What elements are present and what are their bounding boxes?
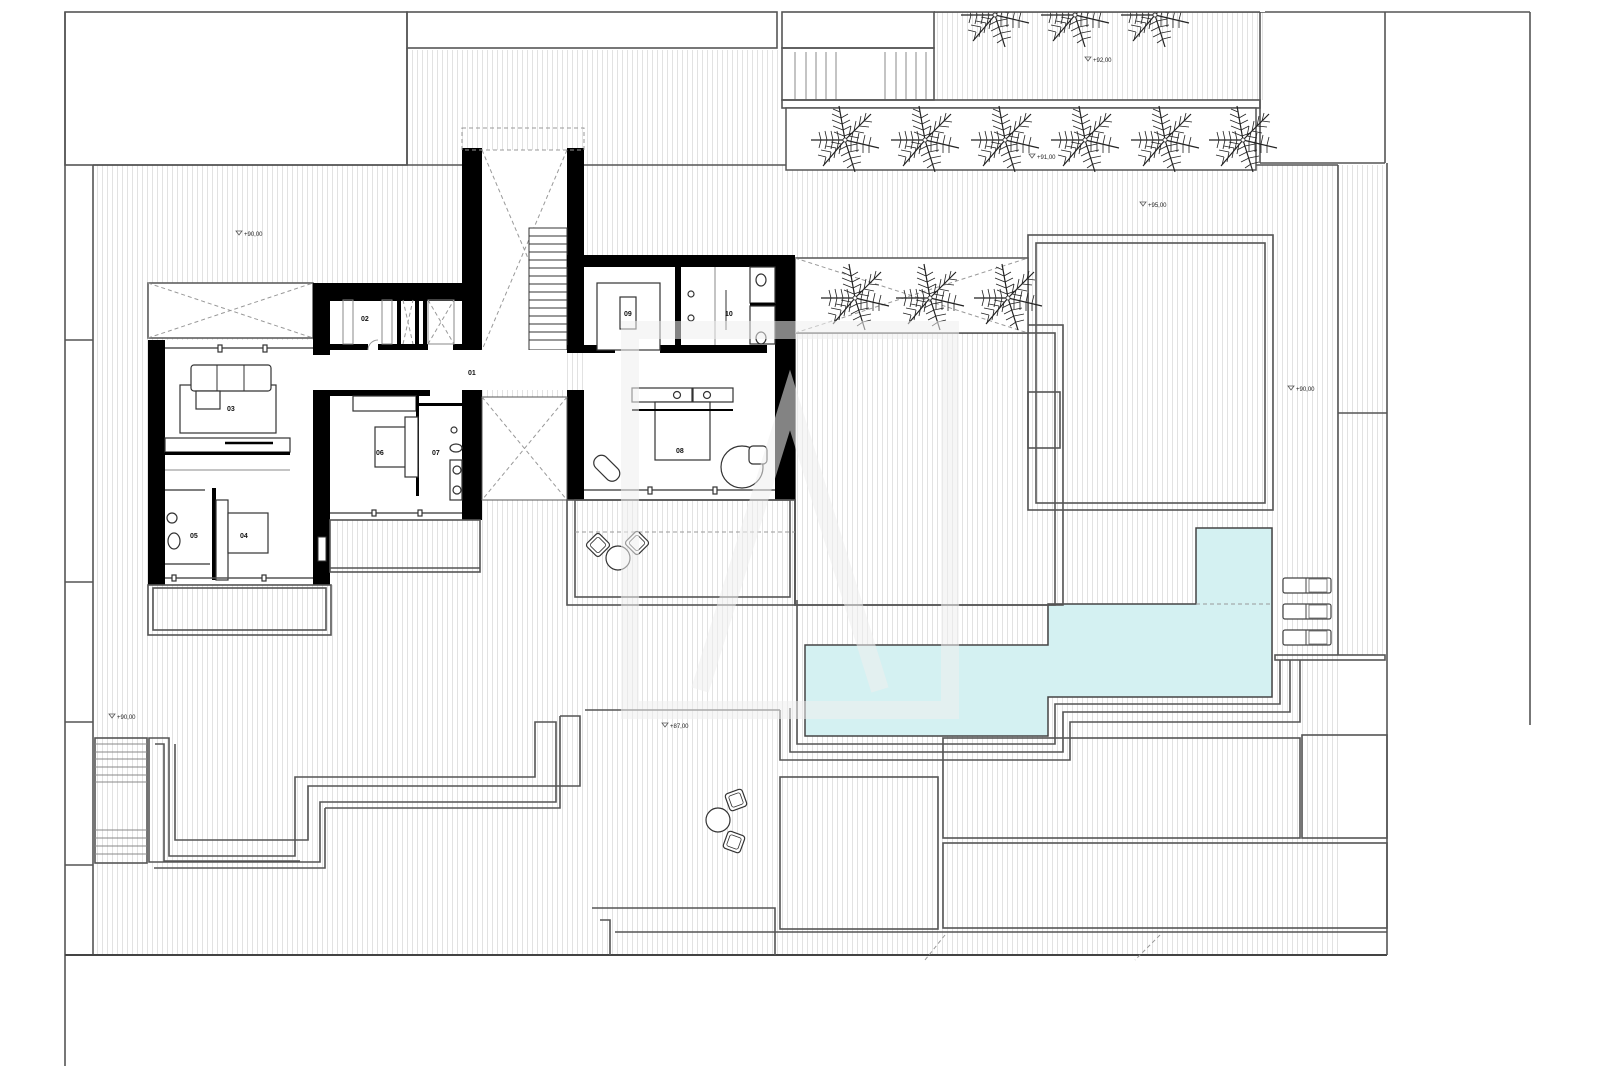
room-label-05: 05 (190, 533, 198, 540)
elevation-marker: +90,00 (1287, 385, 1315, 393)
svg-text:+90,00: +90,00 (117, 715, 136, 721)
svg-text:+92,00: +92,00 (1093, 58, 1112, 64)
elevation-marker: +87,00 (661, 722, 689, 730)
room-label-04: 04 (240, 533, 248, 540)
elevation-markers: +90,00 +92,00 +91,00 +95,00 +90,00 +90,0… (108, 56, 1315, 730)
elevation-marker: +90,00 (235, 230, 263, 238)
svg-text:+90,00: +90,00 (244, 232, 263, 238)
elevation-marker: +91,00 (1028, 153, 1056, 161)
lower-right-blocks (592, 734, 1388, 961)
room-label-02: 02 (361, 316, 369, 323)
room-label-10: 10 (725, 311, 733, 318)
sun-loungers (1274, 577, 1386, 661)
entrance-steps (781, 47, 935, 101)
svg-text:+87,00: +87,00 (670, 724, 689, 730)
elevation-marker: +90,00 (108, 713, 136, 721)
bedroom-06 (329, 390, 481, 573)
garden-table-set (705, 787, 749, 855)
svg-text:+95,00: +95,00 (1148, 203, 1167, 209)
lower-terrace-left (94, 715, 581, 869)
house-left-wing (147, 282, 483, 636)
room-label-03: 03 (227, 406, 235, 413)
room-label-06: 06 (376, 450, 384, 457)
house-center (330, 127, 585, 520)
room-label-07: 07 (432, 450, 440, 457)
room-labels: 01 02 03 04 05 06 07 08 09 10 (190, 311, 733, 540)
elevation-marker: +95,00 (1139, 201, 1167, 209)
watermark-logo (621, 321, 959, 719)
pool (585, 527, 1301, 761)
room-label-01: 01 (468, 370, 476, 377)
svg-text:+91,00: +91,00 (1037, 155, 1056, 161)
room-label-09: 09 (624, 311, 632, 318)
palm-planter-middle (794, 257, 1043, 334)
svg-text:+90,00: +90,00 (1296, 387, 1315, 393)
master-suite (567, 255, 795, 500)
room-label-08: 08 (676, 448, 684, 455)
palm-planter-top (781, 0, 1278, 173)
elevation-marker: +92,00 (1084, 56, 1112, 64)
